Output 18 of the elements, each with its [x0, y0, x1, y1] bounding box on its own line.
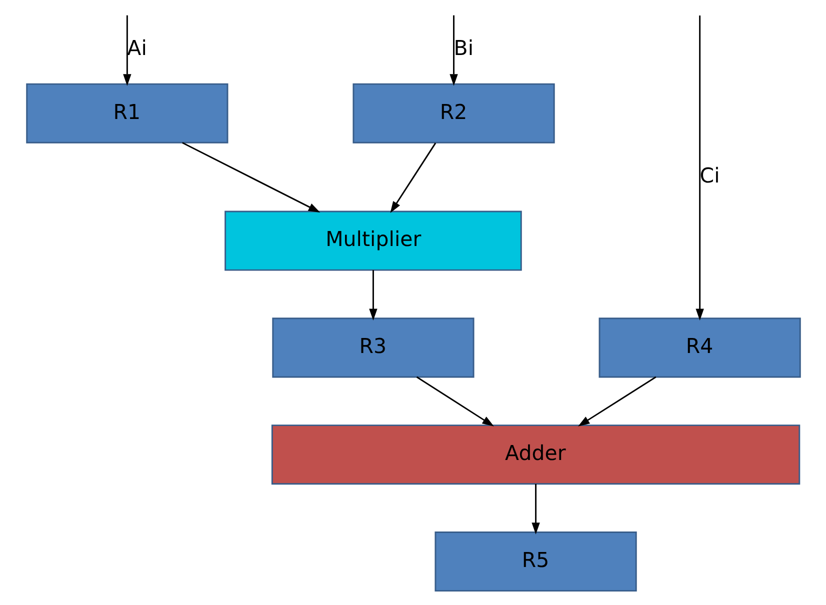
- arrow: [182, 142, 320, 212]
- node-box: Multiplier: [224, 210, 522, 271]
- node-box: Adder: [270, 424, 800, 485]
- arrow: [368, 270, 377, 320]
- arrow: [449, 15, 458, 86]
- arrow: [416, 376, 494, 426]
- node-box: R4: [598, 318, 800, 378]
- arrow: [578, 376, 656, 426]
- arrow: [695, 15, 704, 320]
- arrow: [531, 484, 540, 534]
- node-box: R3: [272, 318, 474, 378]
- node-box: R1: [26, 83, 228, 144]
- arrow: [122, 15, 131, 86]
- node-box: R2: [352, 83, 554, 144]
- edge-label: Bi: [453, 36, 474, 60]
- arrow: [390, 142, 436, 214]
- edge-label: Ci: [699, 163, 720, 188]
- node-box: R5: [434, 532, 636, 592]
